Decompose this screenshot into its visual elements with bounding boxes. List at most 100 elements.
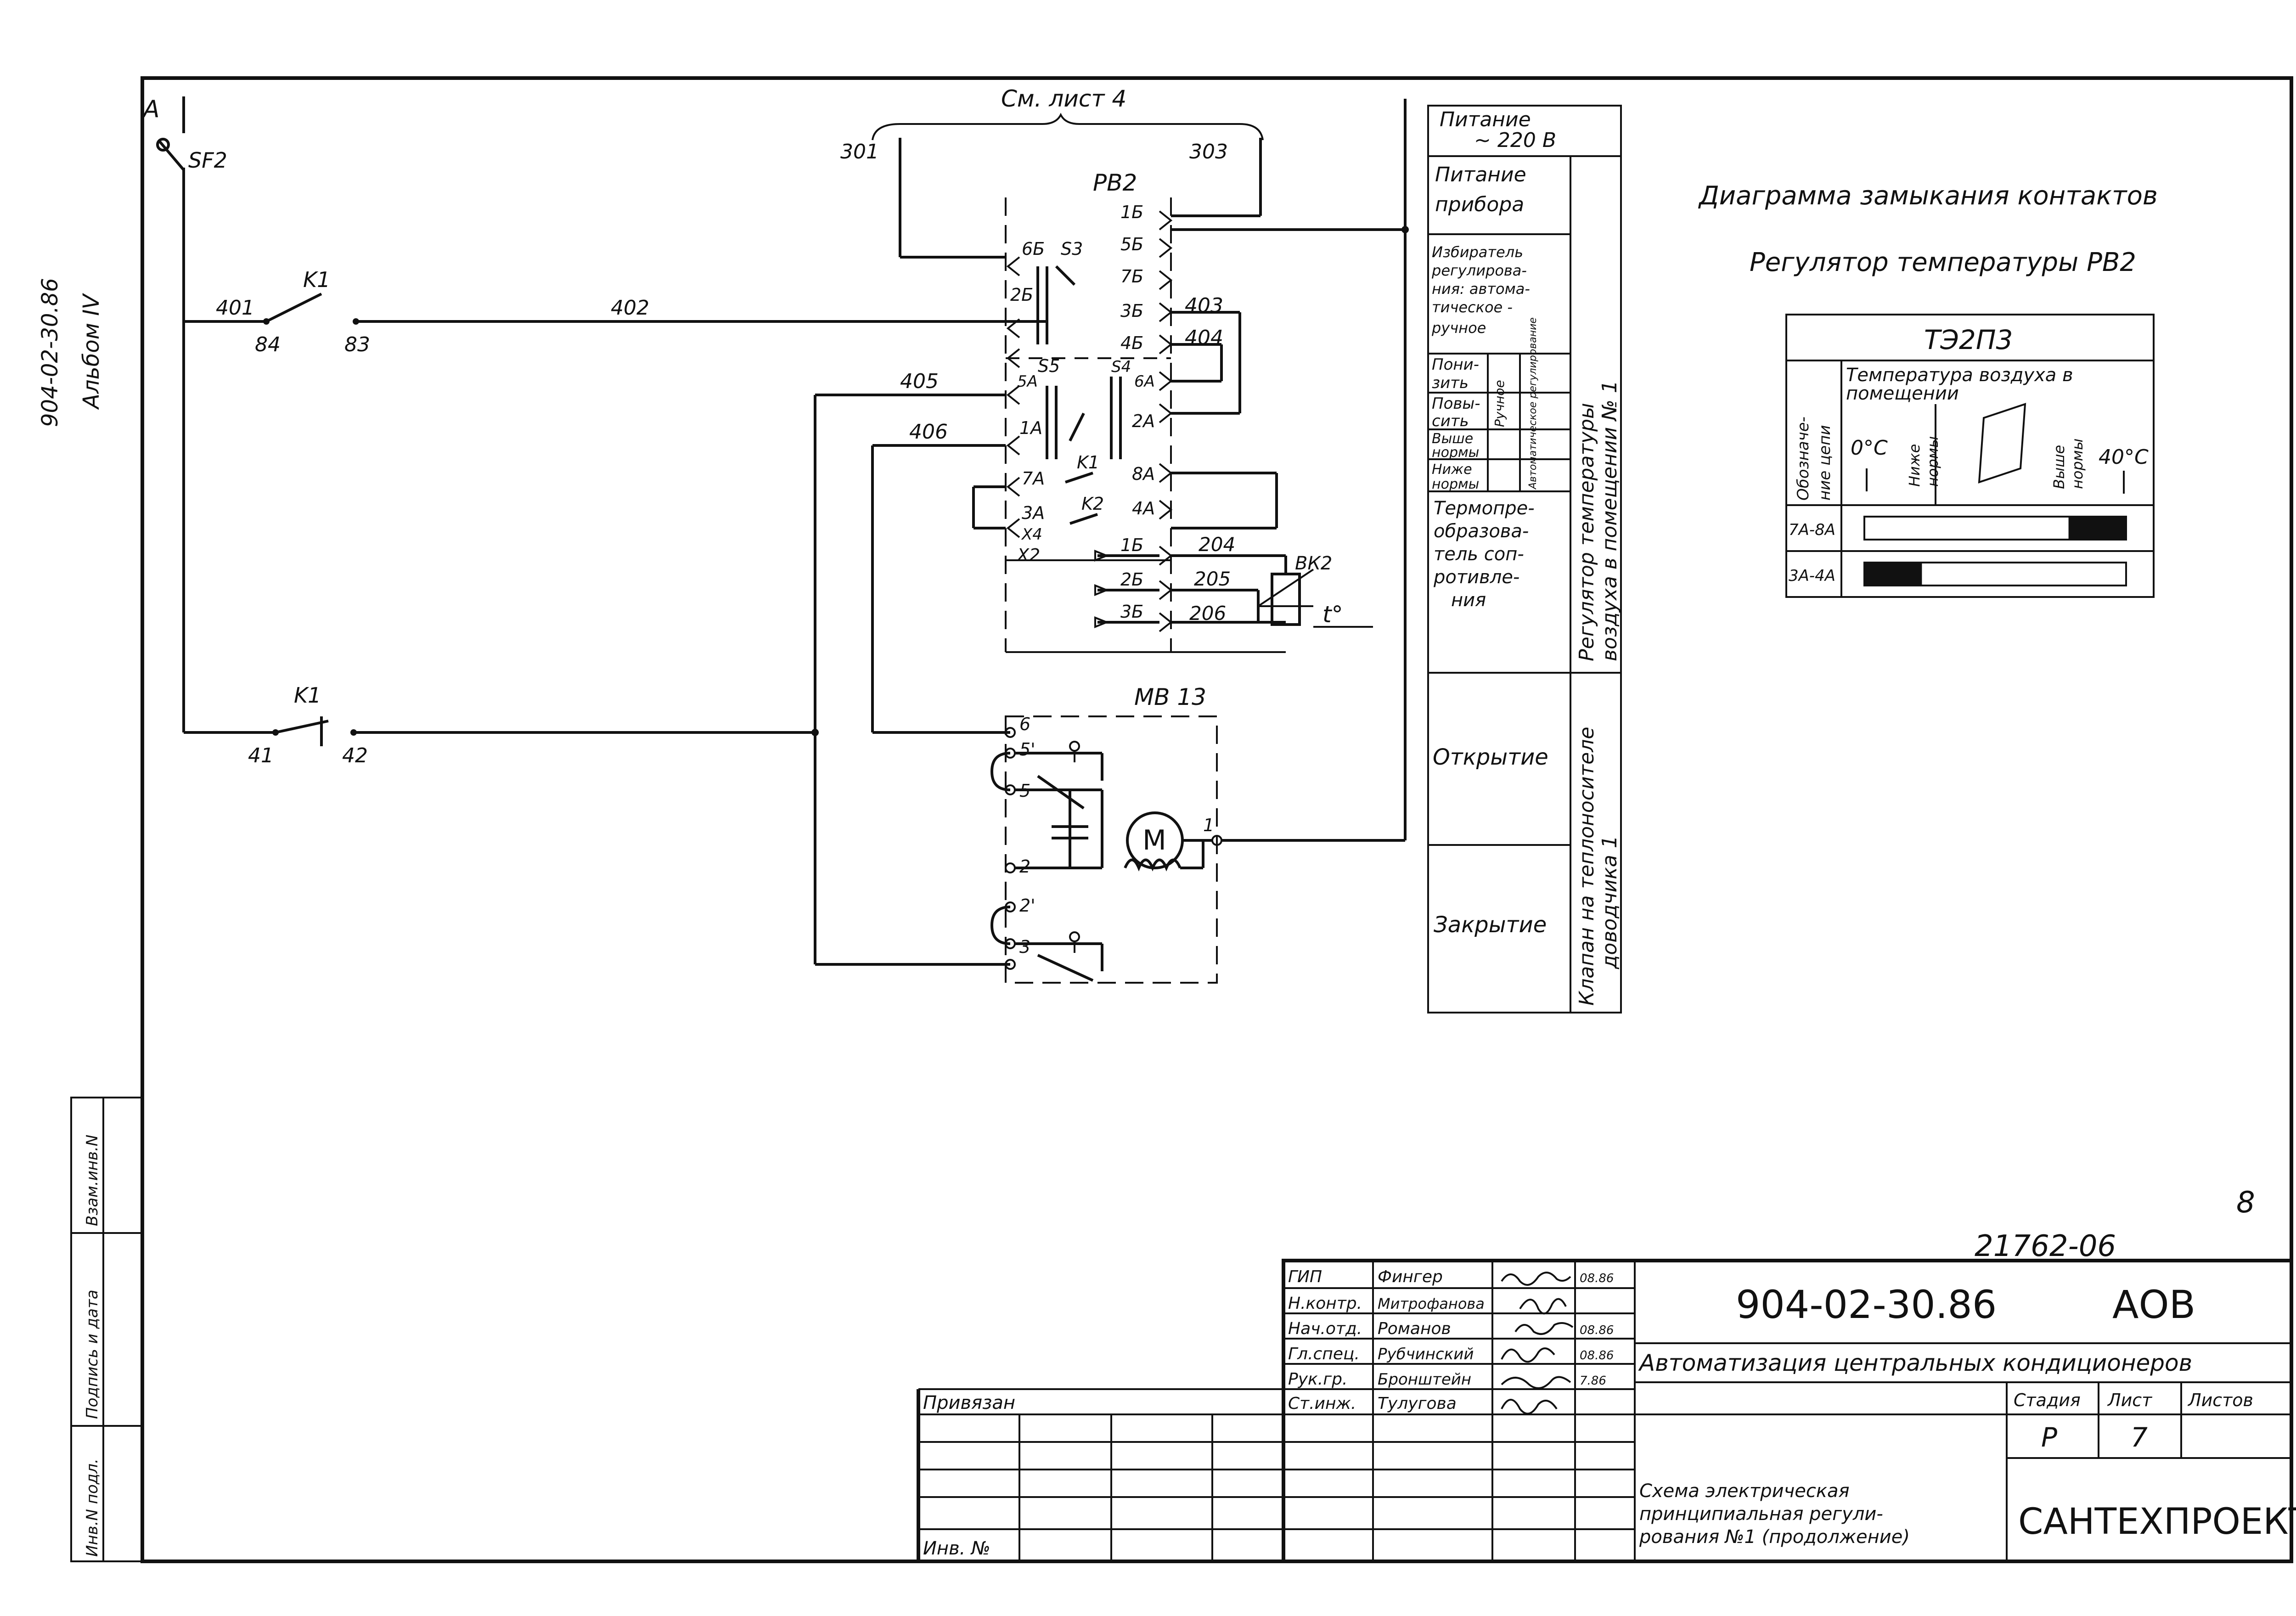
tb-name-0: Фингер [1378,1267,1443,1286]
legend-row-8: Открытие [1433,744,1548,770]
below-a: Ниже [1906,444,1923,487]
contact-2a: 2А [1132,411,1155,431]
tb-stage: Р [2041,1422,2057,1453]
contact-4a: 4А [1132,498,1155,518]
legend-row-0a: Питание [1440,108,1531,131]
tb-role-2: Нач.отд. [1288,1319,1362,1338]
t40-label: 40°C [2099,445,2149,469]
tb-inv: Инв. № [923,1538,990,1559]
tb-name-1: Митрофанова [1378,1295,1485,1312]
connector-x2: X2 [1016,545,1040,565]
legend-table: Питание ~ 220 В Питание прибора Избирате… [1427,105,1622,1014]
tb-sheet-label: Лист [2107,1390,2153,1410]
thermistor-bk2: 1Б 2Б 3Б 204 205 206 ВК2 t° [1094,533,1373,628]
wire-84: 84 [255,333,281,356]
legend-row-6b: нормы [1432,476,1479,492]
wire-301: 301 [840,140,879,163]
legend-row-4a: Повы- [1432,394,1480,413]
contact-4b: 4Б [1120,333,1143,353]
legend-row-2a: Избиратель [1432,243,1523,261]
legend-auto: Автоматическое регулирование [1527,317,1539,490]
k1-top-label: K1 [303,267,330,292]
sheet-ref-label: См. лист 4 [1001,85,1126,112]
wire-206: 206 [1189,602,1226,625]
sheet-number: 8 [2236,1186,2255,1220]
legend-group2-b: доводчика 1 [1598,835,1621,969]
motor-label: M [1142,824,1166,856]
tb-sheet: 7 [2131,1422,2148,1453]
tb-mark: АОВ [2112,1282,2195,1327]
sheet-reference: См. лист 4 301 303 [840,85,1264,163]
contact-5a: 5А [1017,372,1038,391]
tb-role-0: ГИП [1288,1267,1322,1286]
tb-date-4: 7.86 [1580,1374,1606,1388]
contact-diagram-subtitle: Регулятор температуры РВ2 [1750,248,2136,277]
mv-terminal-3: 3 [1019,937,1030,957]
signature-scribbles [1501,1272,1574,1415]
wire-83: 83 [344,333,370,356]
tb-role-1: Н.контр. [1288,1294,1362,1313]
tb-role-3: Гл.спец. [1288,1345,1360,1363]
tb-drawing-title-1: принципиальная регули- [1639,1503,1883,1525]
archive-number: 21762-06 [1975,1229,2116,1263]
legend-row-7b: образова- [1434,521,1529,542]
row-fill-0 [2068,517,2126,540]
tb-name-3: Рубчинский [1378,1345,1474,1363]
legend-row-7d: ротивле- [1433,567,1519,588]
side-doc-label: 904-02-30.86 Альбом IV [37,278,104,427]
wire-303: 303 [1189,140,1228,163]
mv-terminal-6: 6 [1019,714,1030,734]
wire-404: 404 [1185,326,1223,349]
legend-row-2c: ния: автома- [1432,280,1530,298]
contact-s4: S4 [1111,358,1131,376]
legend-group1-b: воздуха в помещении № 1 [1598,380,1621,661]
contact-7a: 7А [1022,468,1045,489]
tb-project: Автоматизация центральных кондиционеров [1638,1350,2192,1376]
row-fill-1 [1864,563,1922,586]
legend-row-6a: Ниже [1432,462,1472,478]
device-name: ТЭ2П3 [1924,324,2013,355]
legend-row-7a: Термопре- [1434,498,1535,519]
wire-406: 406 [909,420,948,444]
tb-date-3: 08.86 [1580,1349,1614,1363]
regulator-rv2: РВ2 [814,138,1409,732]
contact-diagram-title: Диаграмма замыкания контактов [1698,181,2158,211]
tb-date-2: 08.86 [1580,1323,1614,1337]
mv-terminal-5p: 5' [1019,739,1035,760]
side-stamp-frame [70,1097,143,1562]
wire-401: 401 [216,296,254,320]
tb-role-4: Рук.гр. [1288,1370,1347,1389]
legend-manual: Ручное [1492,380,1507,427]
legend-row-0b: ~ 220 В [1474,129,1556,152]
legend-row-7e: ния [1451,590,1486,611]
wire-403: 403 [1185,294,1223,317]
legend-row-1a: Питание [1435,163,1526,186]
tb-code: 904-02-30.86 [1736,1282,1997,1327]
row-label-0: 7А-8А [1789,521,1835,539]
above-a: Выше [2050,445,2068,489]
side-stamp-sign: Подпись и дата [83,1289,101,1419]
col-header-a: Обозначе- [1794,417,1812,501]
wire-41: 41 [248,744,274,767]
contact-3a: 3А [1022,503,1045,523]
side-stamp-inv: Инв.N подл. [83,1458,101,1557]
temp-header-a: Температура воздуха в [1846,365,2073,386]
tb-date-0: 08.86 [1580,1272,1614,1285]
tb-attached: Привязан [923,1392,1015,1413]
legend-row-7c: тель соп- [1434,544,1524,565]
legend-group1-a: Регулятор температуры [1575,403,1598,661]
below-b: нормы [1924,436,1941,487]
above-b: нормы [2069,439,2086,489]
tb-drawing-title-2: рования №1 (продолжение) [1639,1526,1910,1548]
actuator-label: МВ 13 [1134,684,1206,710]
connector-x4: X4 [1021,525,1042,544]
wire-205: 205 [1194,568,1231,590]
side-doc-album: Альбом IV [79,293,104,410]
contact-3b: 3Б [1120,301,1143,321]
contact-1a: 1А [1019,418,1042,438]
contact-2b: 2Б [1010,285,1033,305]
tb-name-5: Тулугова [1378,1394,1457,1413]
temp-label: t° [1322,601,1343,628]
contact-s5: S5 [1038,356,1060,376]
